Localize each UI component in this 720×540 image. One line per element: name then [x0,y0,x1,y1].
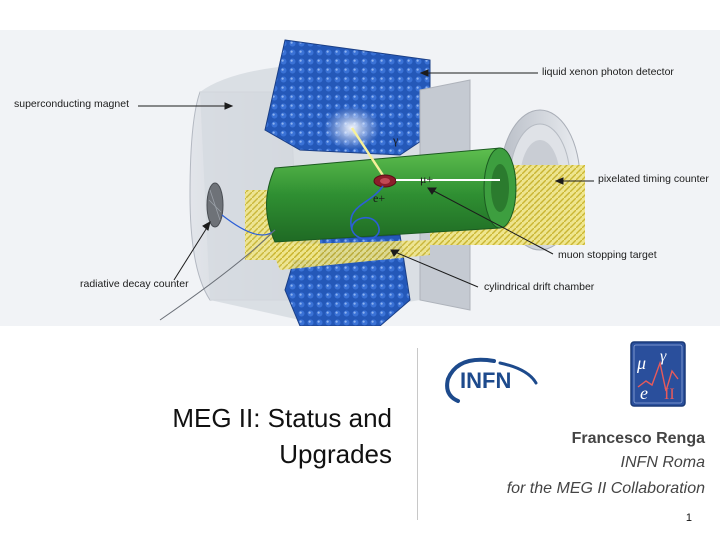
label-gamma: γ [393,133,399,147]
title-line-2: Upgrades [279,439,392,469]
author-collaboration: for the MEG II Collaboration [506,480,705,497]
svg-text:INFN: INFN [460,368,511,393]
svg-text:II: II [664,386,675,403]
page-number: 1 [685,512,692,524]
svg-text:μ: μ [636,353,646,373]
label-positron: e+ [373,191,386,205]
vertical-divider [417,348,418,520]
meg-ii-logo-graphic: μ γ e II [630,341,686,407]
detector-illustration [138,39,594,326]
label-liquid-xenon: liquid xenon photon detector [542,66,674,78]
title-line-1: MEG II: Status and [172,403,392,433]
author-block: Francesco Renga INFN Roma for the MEG II… [507,428,705,502]
positron-track [349,185,384,240]
author-institution: INFN Roma [620,454,705,471]
label-drift-chamber: cylindrical drift chamber [484,281,595,293]
svg-text:e: e [640,383,648,403]
label-radiative-decay: radiative decay counter [80,278,189,290]
presentation-title: MEG II: Status and Upgrades [122,400,392,472]
infn-logo-graphic: INFN [445,357,538,403]
gamma-track [350,127,388,181]
meg-ii-logo: μ γ e II [630,341,686,407]
label-superconducting-magnet: superconducting magnet [14,98,129,110]
infn-logo: INFN [442,353,542,405]
svg-text:γ: γ [660,348,667,365]
label-muon-target: muon stopping target [558,249,657,261]
label-muon: μ+ [420,172,434,186]
xenon-detector-top [264,39,431,156]
label-pixelated-timing: pixelated timing counter [598,173,709,185]
detector-figure: superconducting magnet liquid xenon phot… [0,30,720,326]
author-name: Francesco Renga [571,430,705,447]
